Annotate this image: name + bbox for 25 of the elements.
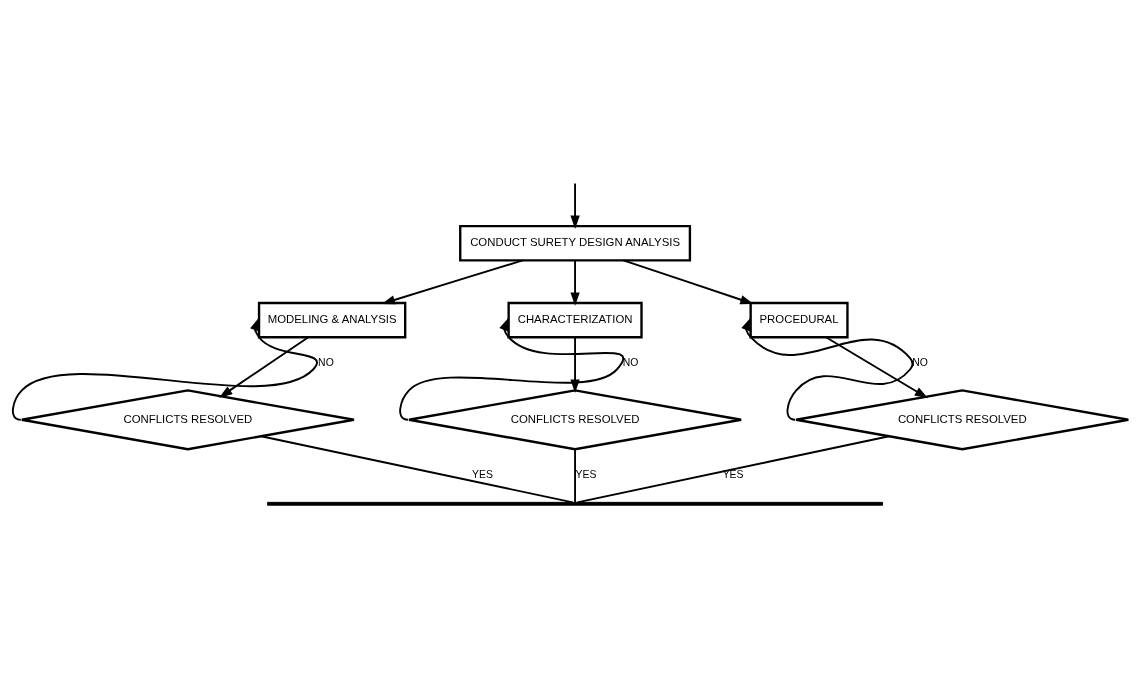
arrow (741, 317, 914, 421)
arrow (399, 317, 624, 421)
node-diamond: CONFLICTS RESOLVED (407, 389, 743, 451)
node-box: CHARACTERIZATION (507, 301, 643, 339)
edge-label: NO (912, 357, 928, 369)
connector (576, 435, 890, 504)
edge-label: NO (318, 357, 334, 369)
connector (260, 435, 574, 504)
connector (574, 448, 577, 504)
arrow (622, 259, 754, 305)
edge-label: YES (575, 469, 597, 481)
arrow (219, 336, 310, 398)
node-diamond: CONFLICTS RESOLVED (20, 389, 356, 451)
arrow (825, 336, 928, 399)
arrow (11, 317, 318, 421)
node-box: PROCEDURAL (749, 301, 849, 339)
arrow (381, 259, 524, 305)
edge-label: YES (472, 469, 493, 481)
arrow (570, 182, 580, 229)
node-box: MODELING & ANALYSIS (257, 301, 407, 339)
node-box: CONDUCT SURETY DESIGN ANALYSIS (459, 225, 692, 262)
edge-label: YES (722, 469, 744, 481)
node-bar (267, 501, 884, 506)
arrow (570, 259, 580, 306)
edge-label: NO (622, 357, 639, 369)
